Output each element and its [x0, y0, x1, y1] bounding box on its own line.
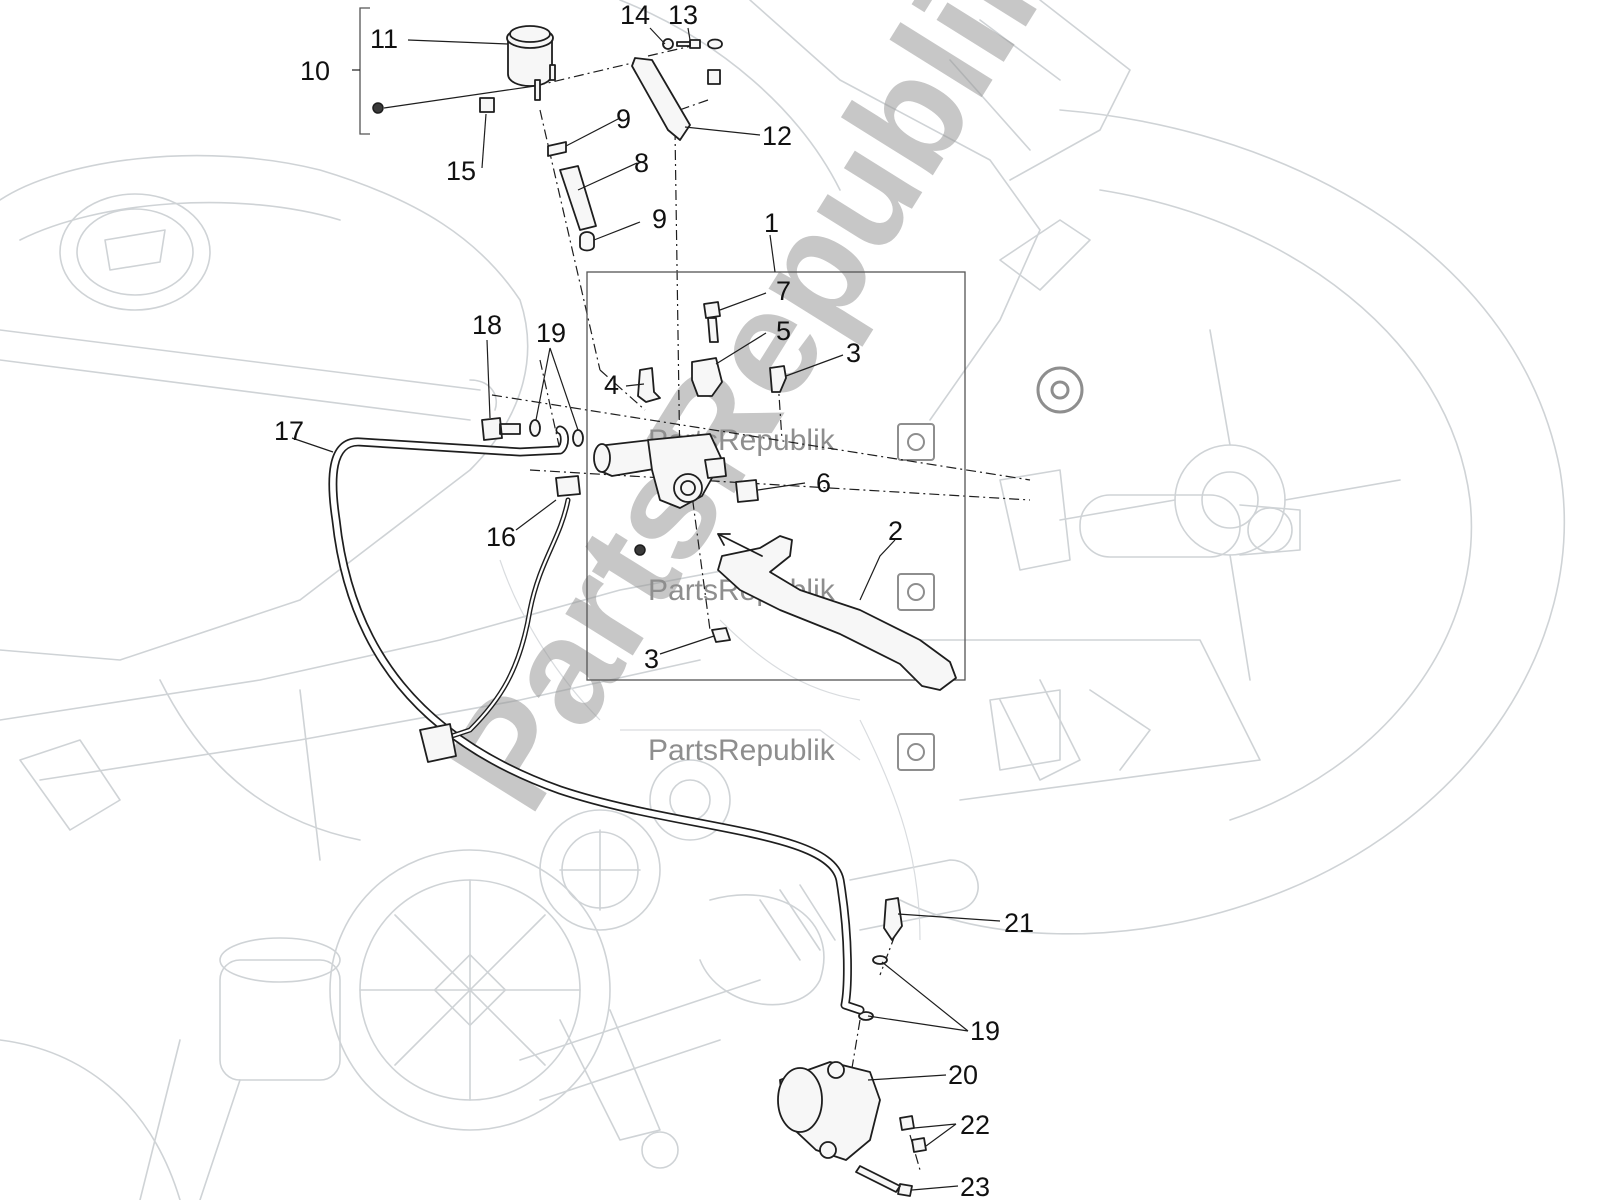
assembly-arrow: [717, 533, 763, 557]
hose-clamp-upper: [547, 141, 567, 157]
watermark-gear-icon: [897, 366, 1084, 771]
master-cylinder-group-frame: [586, 271, 966, 681]
lever-screw-upper: [769, 365, 787, 393]
group-frames: [352, 7, 966, 681]
clutch-hose: [328, 425, 865, 1015]
callout-10: 10: [300, 56, 330, 86]
callout-12: 12: [762, 121, 792, 151]
callout-9-upper: 9: [616, 104, 631, 134]
lever-bushing: [735, 479, 759, 503]
switch-wire: [419, 475, 581, 763]
copper-washer-lower-a: [872, 955, 888, 965]
reservoir-bracket: [359, 7, 370, 135]
clutch-lever: [717, 535, 957, 691]
callout-17: 17: [274, 416, 304, 446]
callout-11: 11: [370, 24, 398, 54]
slave-long-bolt: [855, 1165, 913, 1197]
copper-washer-upper-right: [572, 429, 584, 447]
callout-19-upper: 19: [536, 318, 566, 348]
hose-clamp-lower: [579, 231, 595, 252]
callout-22: 22: [960, 1110, 990, 1140]
watermark-label-bottom: PartsRepublik: [648, 734, 836, 767]
callout-18: 18: [472, 310, 502, 340]
copper-washer-upper-left: [529, 419, 541, 437]
reservoir-hose: [559, 165, 597, 231]
group-marker-dot-upper: [372, 102, 384, 114]
callout-15: 15: [446, 156, 476, 186]
slave-screw-lower: [911, 1137, 927, 1153]
watermark-diagonal: PartsRepublik: [415, 0, 1092, 837]
washer: [662, 38, 674, 50]
callout-numbers: 1 2 3 3 4 5 6 7 8 9 9 10 11 12 13 14 15 …: [274, 0, 1034, 1200]
callout-5: 5: [776, 316, 791, 346]
callout-14: 14: [620, 0, 650, 30]
callout-3-lower: 3: [644, 644, 659, 674]
callout-23: 23: [960, 1172, 990, 1200]
reservoir-bracket-plate: [631, 57, 691, 141]
watermark-group: PartsRepublik PartsRepublik PartsRepubli…: [415, 0, 1092, 837]
callout-8: 8: [634, 148, 649, 178]
spacer: [707, 69, 721, 85]
callout-20: 20: [948, 1060, 978, 1090]
callout-6: 6: [816, 468, 831, 498]
callout-21: 21: [1004, 908, 1034, 938]
leader-lines: [291, 27, 1001, 1191]
hose-fitting: [637, 367, 661, 403]
pivot-bolt: [703, 301, 721, 343]
callout-13: 13: [668, 0, 698, 30]
callout-19-lower: 19: [970, 1016, 1000, 1046]
clutch-switch: [691, 357, 723, 397]
callout-1: 1: [764, 208, 779, 238]
motorcycle-background: [0, 0, 1565, 1200]
callout-4: 4: [604, 370, 619, 400]
master-cylinder-body: [593, 433, 727, 509]
copper-washer-lower-b: [858, 1011, 874, 1021]
lever-nut-lower: [711, 627, 731, 643]
parts: [328, 25, 957, 1197]
reservoir-grommet: [479, 97, 495, 113]
callout-16: 16: [486, 522, 516, 552]
small-screw: [676, 39, 701, 49]
slave-cylinder: [777, 1061, 881, 1161]
bolt-head: [707, 38, 723, 50]
group-marker-dot-lower: [634, 544, 646, 556]
banjo-bolt: [481, 417, 521, 441]
callout-2: 2: [888, 516, 903, 546]
fluid-reservoir: [506, 25, 556, 101]
slave-screw-upper: [899, 1115, 915, 1131]
callout-9-lower: 9: [652, 204, 667, 234]
bleeder-screw: [883, 897, 903, 941]
callout-7: 7: [776, 276, 791, 306]
callout-3-upper: 3: [846, 338, 861, 368]
